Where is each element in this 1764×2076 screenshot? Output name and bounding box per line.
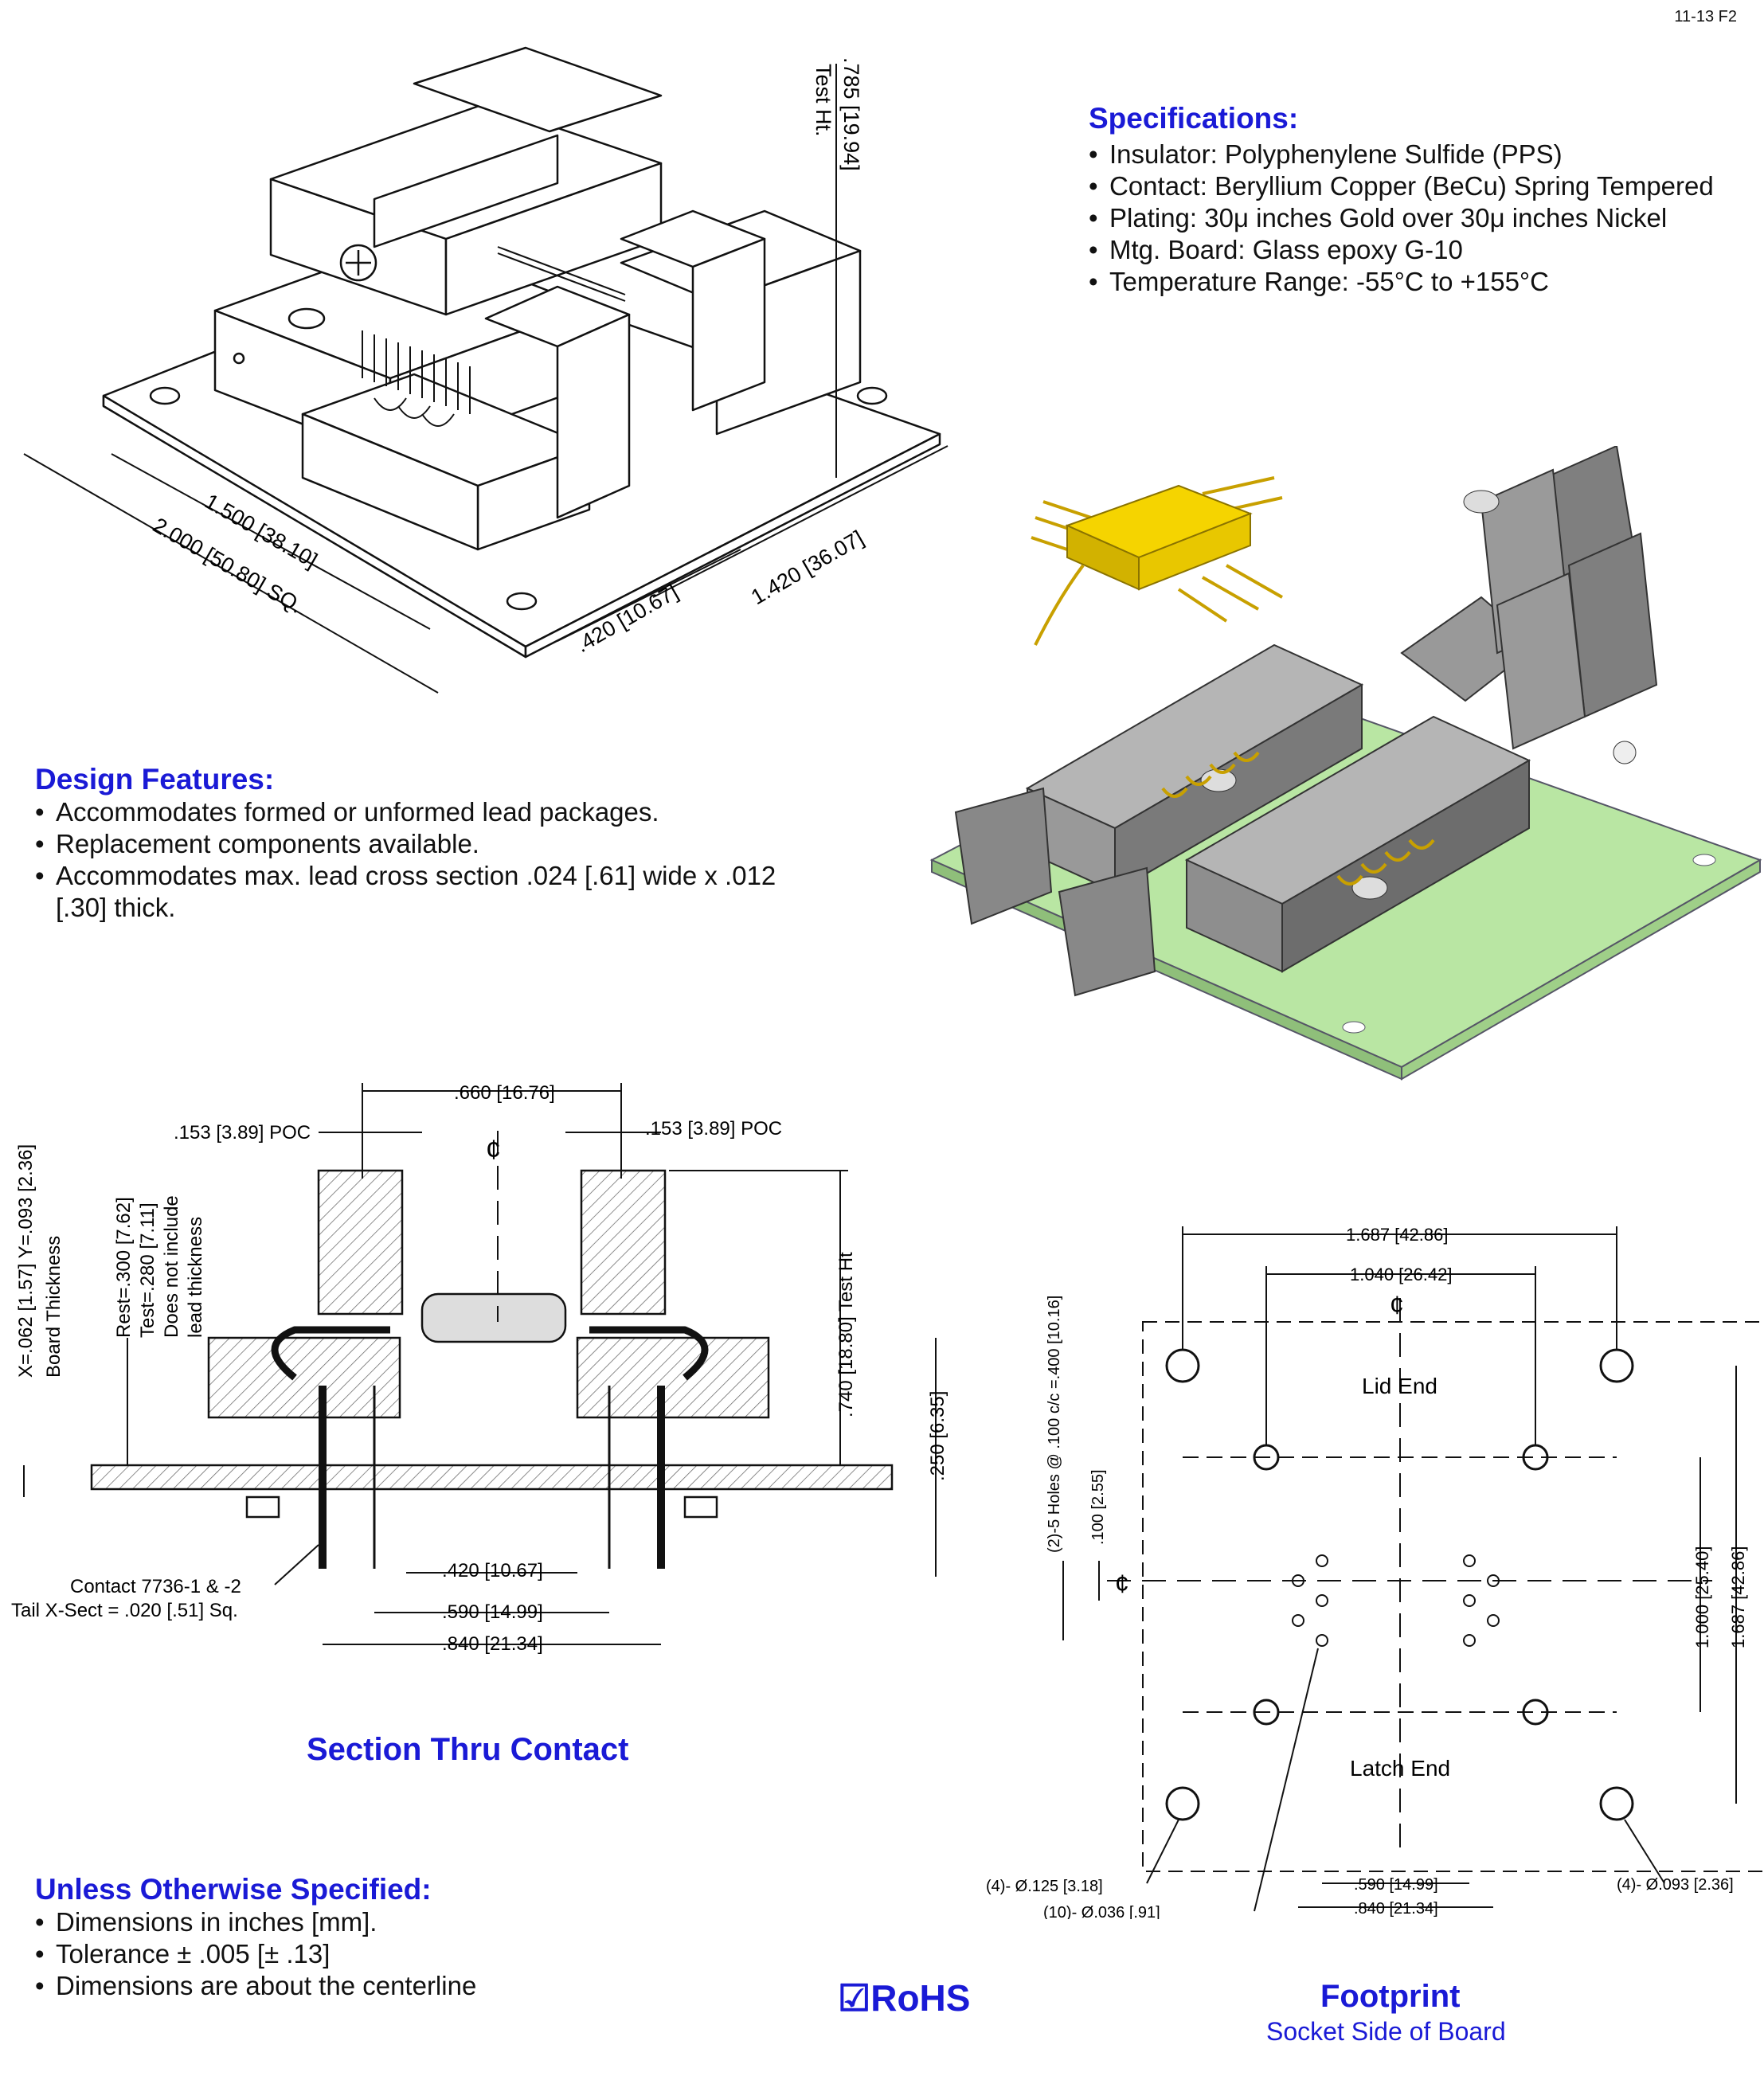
design-features-list: Accommodates formed or unformed lead pac… <box>35 796 784 924</box>
spec-item: Insulator: Polyphenylene Sulfide (PPS) <box>1089 139 1714 170</box>
sect-dim-840: .840 [21.34] <box>442 1633 543 1655</box>
iso-dim-width-2: 2.000 [50.80] SQ. <box>149 513 307 618</box>
fp-dim-1040: 1.040 [26.42] <box>1350 1265 1452 1284</box>
design-item: Accommodates max. lead cross section .02… <box>35 860 784 924</box>
sect-dim-420: .420 [10.67] <box>442 1560 543 1581</box>
sect-dim-poc-left: .153 [3.89] POC <box>174 1122 311 1144</box>
fp-centerline-top: ¢ <box>1390 1291 1404 1319</box>
fp-dim-590: .590 [14.99] <box>1354 1876 1438 1894</box>
sect-note-1: Does not include <box>161 1195 182 1338</box>
fp-hole-036: (10)- Ø.036 [.91] <box>1043 1904 1160 1919</box>
fp-dim-1000: 1.000 [25.40] <box>1692 1546 1712 1648</box>
footprint-drawing: 1.687 [42.86] 1.040 [26.42] ¢ ¢ (2)-5 Ho… <box>986 1225 1764 1919</box>
rohs-badge: ☑RoHS <box>838 1977 971 2019</box>
fp-dim-840: .840 [21.34] <box>1354 1900 1438 1918</box>
sect-board-thickness-label: Board Thickness <box>43 1236 65 1378</box>
section-title: Section Thru Contact <box>307 1732 629 1767</box>
iso-dim-test-ht-label: Test Ht. <box>812 64 835 137</box>
fp-dim-1687-top: 1.687 [42.86] <box>1346 1225 1448 1245</box>
fp-lid-end: Lid End <box>1362 1374 1437 1398</box>
footprint-title: Footprint <box>1320 1979 1461 2014</box>
spec-item: Contact: Beryllium Copper (BeCu) Spring … <box>1089 170 1714 202</box>
sect-rest: Rest=.300 [7.62] <box>113 1197 135 1338</box>
socket-3d-render <box>929 446 1762 1081</box>
sect-contact-2: Tail X-Sect = .020 [.51] Sq. <box>11 1600 238 1621</box>
spec-item: Mtg. Board: Glass epoxy G-10 <box>1089 234 1714 266</box>
sect-test-ht: .740 [18.80] Test Ht <box>835 1252 857 1417</box>
document-code: 11-13 F2 <box>1674 8 1737 25</box>
sect-contact-1: Contact 7736-1 & -2 <box>70 1576 241 1597</box>
unless-specified-list: Dimensions in inches [mm]. Tolerance ± .… <box>35 1906 476 2002</box>
specifications-title: Specifications: <box>1089 102 1299 135</box>
sect-board-thickness: X=.062 [1.57] Y=.093 [2.36] <box>15 1144 37 1378</box>
gold-package-render <box>1031 476 1283 646</box>
unless-item: Dimensions are about the centerline <box>35 1970 476 2002</box>
unless-specified-title: Unless Otherwise Specified: <box>35 1873 432 1906</box>
fp-hole-093: (4)- Ø.093 [2.36] <box>1617 1876 1734 1894</box>
fp-centerline-left: ¢ <box>1115 1570 1129 1598</box>
iso-dim-depth-2: 1.420 [36.07] <box>747 526 868 609</box>
iso-dim-test-ht: .785 [19.94] <box>839 57 863 171</box>
sect-centerline: ¢ <box>486 1135 501 1165</box>
fp-dim-1687-right: 1.687 [42.86] <box>1728 1546 1748 1648</box>
design-item: Replacement components available. <box>35 828 784 860</box>
unless-item: Dimensions in inches [mm]. <box>35 1906 476 1938</box>
fp-holes-label: (2)-5 Holes @ .100 c/c =.400 [10.16] <box>1046 1296 1063 1553</box>
sect-dim-660: .660 [16.76] <box>454 1082 555 1104</box>
unless-item: Tolerance ± .005 [± .13] <box>35 1938 476 1970</box>
spec-item: Plating: 30μ inches Gold over 30μ inches… <box>1089 202 1714 234</box>
sect-dim-250: .250 [6.35] <box>927 1391 948 1481</box>
sect-note-2: lead thickness <box>185 1217 206 1338</box>
fp-hole-125: (4)- Ø.125 [3.18] <box>986 1878 1103 1895</box>
sect-dim-poc-right: .153 [3.89] POC <box>645 1118 782 1140</box>
spec-item: Temperature Range: -55°C to +155°C <box>1089 266 1714 298</box>
fp-dim-100: .100 [2.55] <box>1089 1469 1107 1545</box>
fp-latch-end: Latch End <box>1350 1756 1450 1781</box>
design-item: Accommodates formed or unformed lead pac… <box>35 796 784 828</box>
specifications-list: Insulator: Polyphenylene Sulfide (PPS) C… <box>1089 139 1714 298</box>
sect-test: Test=.280 [7.11] <box>137 1202 158 1338</box>
section-thru-contact: .660 [16.76] .153 [3.89] POC .153 [3.89]… <box>11 1082 948 1655</box>
sect-dim-590: .590 [14.99] <box>442 1601 543 1623</box>
isometric-line-drawing: 1.500 [38.10] 2.000 [50.80] SQ. .420 [10… <box>23 46 948 694</box>
footprint-subtitle: Socket Side of Board <box>1266 2017 1506 2046</box>
design-features-title: Design Features: <box>35 763 275 796</box>
